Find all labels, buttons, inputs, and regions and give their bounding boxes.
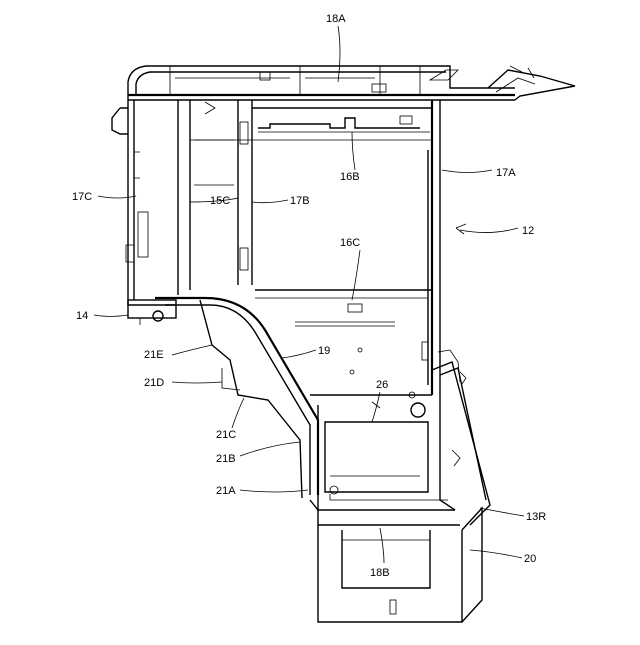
roof-18a [128,66,575,100]
label-21D: 21D [144,377,164,389]
rear-wall-17c [112,95,175,305]
label-14: 14 [76,310,88,322]
panel-16b [190,108,432,140]
label-21C: 21C [216,429,236,441]
label-15C: 15C [210,195,230,207]
panel-16c [255,290,432,417]
label-16C: 16C [340,237,360,249]
reference-labels: 18A 17A 17C 15C 17B 16B 12 16C 14 21E 19… [72,13,546,579]
part-14 [128,300,176,325]
label-21E: 21E [144,349,164,361]
label-13R: 13R [526,511,546,523]
label-21B: 21B [216,453,236,465]
label-17B: 17B [290,195,310,207]
label-21A: 21A [216,485,236,497]
label-18A: 18A [326,13,346,25]
leader-lines [94,26,524,563]
label-26: 26 [376,379,388,391]
lower-box-26 [310,405,460,525]
label-20: 20 [524,553,536,565]
front-pillar-17a [422,100,440,395]
label-16B: 16B [340,171,360,183]
label-12: 12 [522,225,534,237]
label-19: 19 [318,345,330,357]
label-17A: 17A [496,167,516,179]
label-18B: 18B [370,567,390,579]
side-panel-13r [432,350,490,525]
curved-frame-19 [155,298,318,498]
label-17C: 17C [72,191,92,203]
